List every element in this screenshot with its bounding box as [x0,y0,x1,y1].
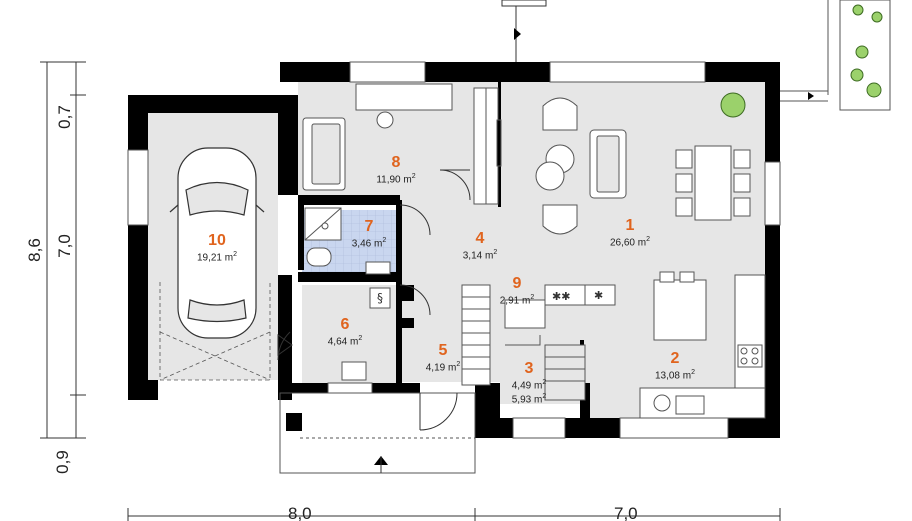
room-area: 19,21 m2 [196,251,238,264]
room-number: 10 [208,232,226,249]
room-number: 5 [438,342,448,359]
windows [127,61,781,439]
room-area: 2,91 m2 [499,294,535,307]
stairs [461,284,586,401]
svg-text:✱✱: ✱✱ [552,290,570,303]
room-label-4: 4 3,14 m2 [450,230,510,261]
porch-post [501,0,547,7]
room-area-secondary: 5,93 m2 [511,393,547,406]
room-label-1: 1 26,60 m2 [600,217,660,248]
doors [277,169,471,431]
room-area: 4,49 m2 [511,379,547,392]
room-area: 4,64 m2 [327,335,363,348]
room-number: 3 [524,360,534,377]
room-area: 3,46 m2 [351,237,387,250]
room-number: 7 [364,218,374,235]
svg-text:✱: ✱ [594,289,603,302]
room-label-3: 3 4,49 m2 5,93 m2 [502,360,556,406]
room-8-furniture [302,83,502,205]
room-number: 2 [670,350,680,367]
room-area: 4,19 m2 [425,361,461,374]
kitchen-furniture [544,271,766,419]
garage-door-swing [159,282,271,381]
path-arrow [808,92,814,100]
dimension-top-segment: 0,7 [55,105,74,129]
dimension-left-width: 8,0 [288,504,312,521]
room-label-7: 7 3,46 m2 [340,218,398,249]
shrubs [850,4,883,98]
room-label-9: 9 2,91 m2 [494,275,540,306]
room-area: 11,90 m2 [376,173,416,186]
room-label-8: 8 11,90 m2 [366,154,426,185]
room-area: 13,08 m2 [654,369,696,382]
boiler-symbol: § [377,291,383,305]
room-number: 4 [475,230,485,247]
dimension-right-width: 7,0 [614,504,638,521]
dimension-total-height: 8,6 [25,238,44,262]
living-furniture [535,97,751,235]
room-label-5: 5 4,19 m2 [414,342,472,373]
room-label-6: 6 4,64 m2 [316,316,374,347]
potted-plant [720,92,746,118]
dimension-lines [40,61,781,521]
room-number: 1 [625,217,635,234]
entrance-terrace [279,392,476,474]
dimension-bottom-segment: 0,9 [53,450,72,474]
dimension-main-segment: 7,0 [55,234,74,258]
porch-arrow [514,28,521,40]
kitchen-symbols: ✱✱ ✱ [552,289,603,303]
bathroom-fixtures [304,207,391,381]
room-number: 6 [340,316,350,333]
room-number: 8 [391,154,401,171]
room-area: 3,14 m2 [462,249,498,262]
garage-car [169,147,265,339]
room-label-10: 10 19,21 m2 [184,232,250,263]
room-number: 9 [512,275,522,292]
room-label-2: 2 13,08 m2 [645,350,705,381]
room-area: 26,60 m2 [609,236,651,249]
